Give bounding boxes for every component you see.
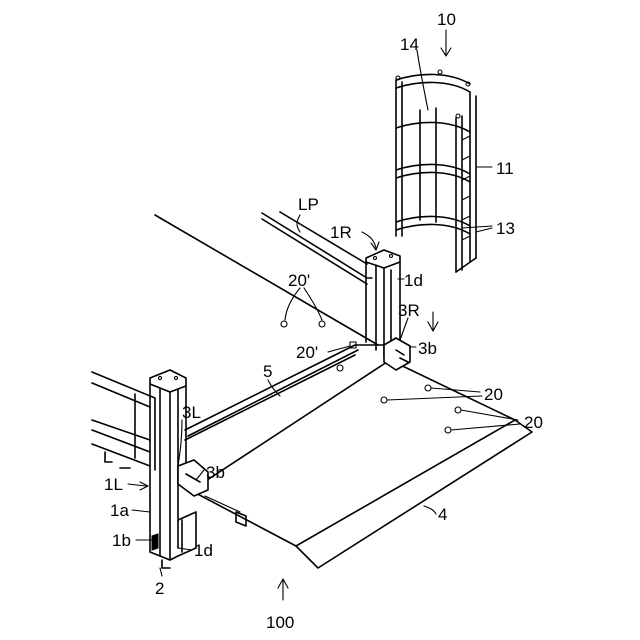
label-left-post: 1L [104, 475, 123, 494]
label-post-slot-left: 1d [194, 541, 213, 560]
label-sensor-group-b: 20 [524, 413, 543, 432]
label-post-base: 1b [112, 531, 131, 550]
label-cover-rail: 13 [496, 219, 515, 238]
cover-unit [396, 70, 476, 272]
label-post-face: 1a [110, 501, 129, 520]
label-right-arm: 3R [398, 301, 420, 320]
label-sensor-area-lower: 20' [296, 343, 318, 362]
label-left-bracket: 3b [206, 463, 225, 482]
label-left-arm: 3L [182, 403, 201, 422]
label-lift-platform: 4 [438, 505, 447, 524]
vehicle-body [92, 212, 378, 470]
rear-deck [185, 345, 390, 440]
label-foot: 2 [155, 579, 164, 598]
label-right-post: 1R [330, 223, 352, 242]
label-cover-unit: 10 [437, 10, 456, 29]
label-lift-assembly: 100 [266, 613, 294, 632]
label-cover-panel: 14 [400, 35, 419, 54]
label-loading-platform: LP [298, 195, 319, 214]
label-sensor-area-upper: 20' [288, 271, 310, 290]
label-hinge-edge: 5 [263, 362, 272, 381]
label-post-slot-right: 1d [404, 271, 423, 290]
label-sensor-group-a: 20 [484, 385, 503, 404]
label-right-bracket: 3b [418, 339, 437, 358]
label-cover-frame: 11 [496, 159, 514, 178]
lift-platform [190, 360, 532, 568]
leader-lines [128, 30, 520, 600]
left-post [150, 370, 208, 568]
